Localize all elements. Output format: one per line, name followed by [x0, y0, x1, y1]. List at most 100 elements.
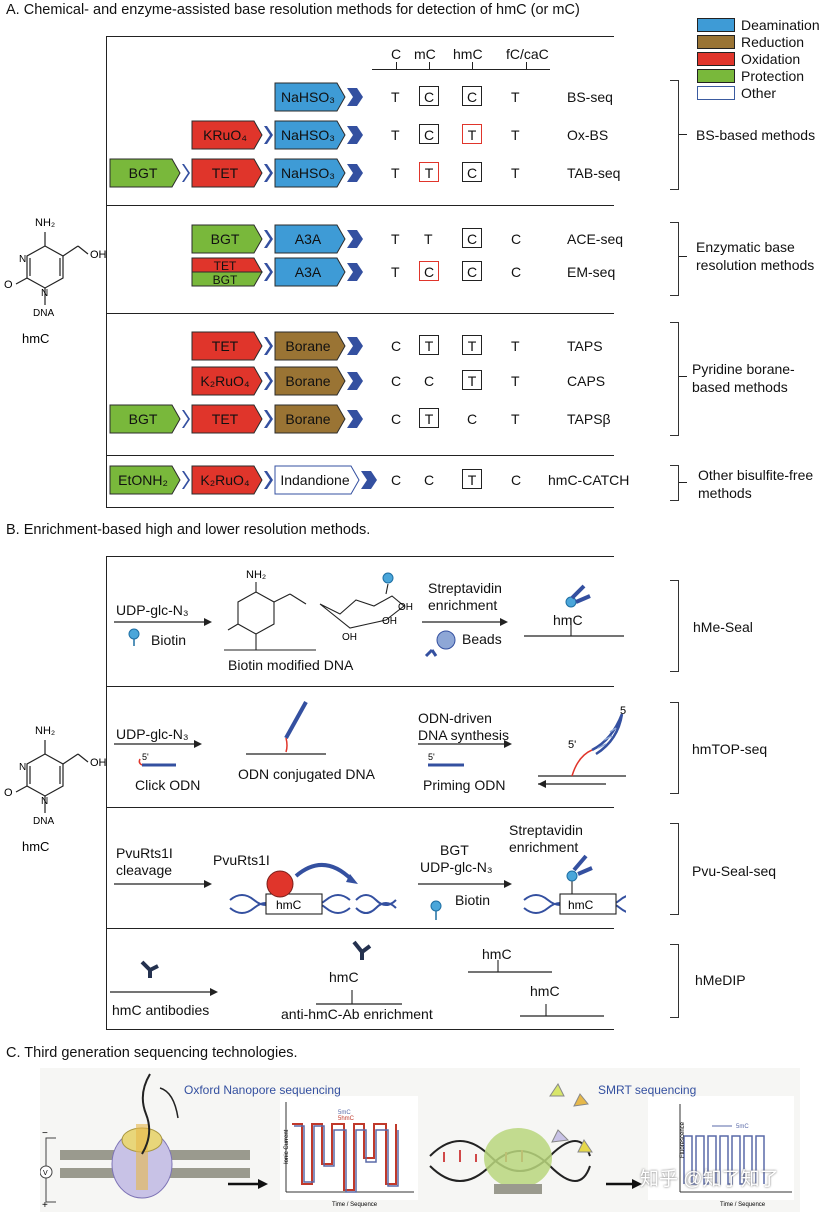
hmedip-hmc-2: hmC: [482, 946, 512, 962]
step-label-0-0: NaHSO₃: [281, 89, 335, 105]
col-tick: [396, 62, 398, 69]
hmtop-odn: Click ODN: [135, 777, 201, 793]
hmeseal-nh2: NH₂: [246, 569, 266, 581]
group-bracket-tick: [679, 482, 687, 484]
call-5-1: T: [419, 335, 439, 355]
group-bracket-borane: [670, 322, 679, 436]
legend-swatch-deamination: [697, 18, 735, 32]
panel-c-volt: V: [43, 1170, 48, 1177]
step-connector-arrow: [361, 471, 377, 489]
step-box-7-1: TET: [191, 404, 263, 434]
call-0-1: C: [419, 86, 439, 106]
call-6-1: C: [424, 373, 435, 389]
panel-a-rule-2: [106, 313, 614, 315]
method-name-8: hmC-CATCH: [548, 472, 630, 488]
call-7-2: C: [467, 411, 478, 427]
struct-b-dna: DNA: [33, 816, 54, 827]
step-connector-arrow: [264, 471, 273, 489]
panel-a-rule-3: [106, 455, 614, 457]
group-bracket-enzymatic: [670, 222, 679, 296]
col-tick: [472, 62, 474, 69]
step-label-3-1: A3A: [295, 231, 322, 247]
panel-b-bottom-rule: [106, 1029, 614, 1031]
hmedip-hmc-1: hmC: [329, 969, 359, 985]
step-box-2-2: NaHSO₃: [274, 158, 346, 188]
call-3-1: T: [424, 231, 433, 247]
method-name-5: TAPS: [567, 338, 603, 354]
panel-a-rule-1: [106, 205, 614, 207]
struct-a-o: O: [4, 279, 13, 291]
bracket-pvu: [670, 823, 679, 915]
method-name-1: Ox-BS: [567, 127, 609, 143]
hmeseal-beads: Beads: [462, 631, 502, 647]
step-connector-arrow: [264, 164, 273, 182]
panel-c-nanopore-title: Oxford Nanopore sequencing: [184, 1083, 341, 1097]
step-connector-arrow: [182, 471, 190, 489]
col-header-mc: mC: [414, 46, 436, 62]
call-1-0: T: [391, 127, 400, 143]
step-label-7-0: BGT: [129, 411, 158, 427]
call-1-3: T: [511, 127, 520, 143]
step-connector-arrow: [347, 88, 363, 106]
panel-b-left-border: [106, 556, 108, 1030]
call-2-0: T: [391, 165, 400, 181]
hmtop-synth-1: ODN-driven: [418, 710, 492, 726]
step-box-8-2: Indandione: [274, 465, 360, 495]
step-connector-arrow: [264, 126, 273, 144]
step-box-3-1: A3A: [274, 224, 346, 254]
hmedip-enrich: anti-hmC-Ab enrichment: [281, 1006, 433, 1022]
step-box-5-1: Borane: [274, 331, 346, 361]
pvu-bgt-1: BGT: [440, 842, 469, 858]
step-box-1-1: NaHSO₃: [274, 120, 346, 150]
step-label-5-1: Borane: [285, 338, 330, 354]
call-2-1: T: [419, 162, 439, 182]
call-8-0: C: [391, 472, 402, 488]
struct-b-n3: N: [19, 762, 26, 773]
group-label-other: Other bisulfite-free methods: [698, 467, 814, 501]
section-b-title: B. Enrichment-based high and lower resol…: [6, 522, 371, 538]
pvu-hmc-1: hmC: [276, 898, 302, 912]
step-box-4-0: TET: [191, 257, 263, 273]
legend-label-other: Other: [741, 85, 777, 101]
call-0-2: C: [462, 86, 482, 106]
hmtop-reagent: UDP-glc-N₃: [116, 726, 189, 742]
step-label-4-2: A3A: [295, 264, 322, 280]
panel-c-time-2: Time / Sequence: [720, 1202, 766, 1208]
hmedip-antibodies: hmC antibodies: [112, 1002, 210, 1018]
step-label-1-0: KRuO₄: [203, 127, 247, 143]
panel-c-5mc: 5mC: [338, 1110, 351, 1116]
pvu-hmc-2: hmC: [568, 898, 594, 912]
step-connector-arrow: [264, 372, 273, 390]
call-1-1: C: [419, 124, 439, 144]
panel-b-rule-2: [106, 807, 614, 809]
step-box-3-0: BGT: [191, 224, 263, 254]
pvu-bgt-2: UDP-glc-N₃: [420, 859, 493, 875]
call-3-0: T: [391, 231, 400, 247]
call-4-2: C: [462, 261, 482, 281]
hmeseal-sugar-oh-3: OH: [398, 602, 413, 613]
section-c-title: C. Third generation sequencing technolog…: [6, 1045, 298, 1061]
step-box-6-1: Borane: [274, 366, 346, 396]
call-7-1: T: [419, 408, 439, 428]
method-name-7: TAPSβ: [567, 411, 611, 427]
hmeseal-sugar-oh-2: OH: [382, 616, 397, 627]
call-5-2: T: [462, 335, 482, 355]
hmeseal-enrich-1: Streptavidin: [428, 580, 502, 596]
call-5-0: C: [391, 338, 402, 354]
call-8-1: C: [424, 472, 435, 488]
hmtop-five-2: 5': [428, 752, 435, 762]
panel-c-minus: −: [42, 1128, 48, 1139]
call-4-0: T: [391, 264, 400, 280]
step-label-6-0: K₂RuO₄: [200, 373, 250, 389]
step-connector-arrow: [182, 410, 190, 428]
step-label-2-2: NaHSO₃: [281, 165, 335, 181]
legend-swatch-protection: [697, 69, 735, 83]
step-connector-arrow: [347, 126, 363, 144]
call-7-0: C: [391, 411, 402, 427]
hmeseal-hmc: hmC: [553, 612, 583, 628]
panel-b-top-rule: [106, 556, 614, 558]
step-box-1-0: KRuO₄: [191, 120, 263, 150]
panel-c-time-1: Time / Sequence: [332, 1202, 378, 1208]
legend-label-reduction: Reduction: [741, 34, 805, 50]
struct-b-n1: N: [41, 796, 48, 807]
